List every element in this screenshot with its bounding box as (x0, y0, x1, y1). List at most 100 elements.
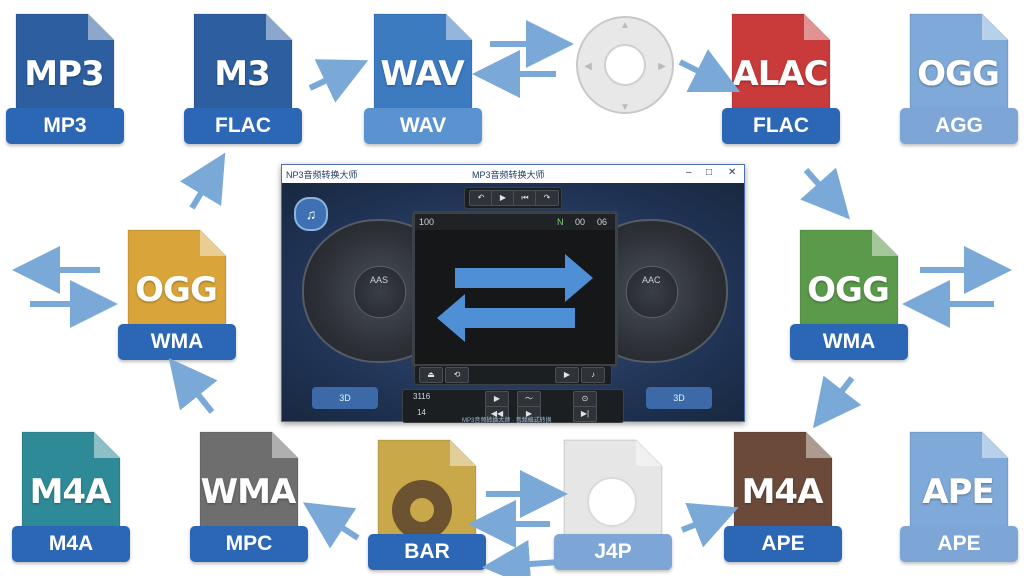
arrow-alac-to-ogg (800, 167, 850, 220)
file-format-label: WAV (380, 54, 464, 94)
file-format-tag: J4P (554, 534, 672, 570)
close-button[interactable]: ✕ (728, 167, 737, 178)
left-dial-hub[interactable] (354, 266, 406, 318)
window-titlebar: NP3音频转换大师 MP3音频转换大师 – □ ✕ (282, 165, 744, 183)
svg-text:▶: ▶ (658, 61, 666, 72)
disc-image-icon (587, 477, 637, 527)
forward-button[interactable]: ▶ (517, 406, 541, 422)
file-format-label: WMA (200, 472, 297, 512)
arrow-flac-to-wav (308, 59, 369, 103)
screen-status-bar: 100 N 00 06 (415, 214, 615, 230)
minimize-button[interactable]: – (686, 167, 692, 178)
file-icon-bar-bottom: BAR (368, 438, 486, 578)
file-format-label: ALAC (732, 54, 828, 94)
record-button[interactable]: ⊙ (573, 391, 597, 407)
skip-button[interactable]: ▶| (573, 406, 597, 422)
file-format-label: MP3 (24, 54, 104, 94)
convert-arrows-icon (437, 254, 593, 342)
wave-button[interactable]: 〜 (517, 391, 541, 407)
file-icon-alac-top: ALAC FLAC (722, 12, 840, 152)
arrow-j4p-to-m4a (680, 502, 739, 548)
file-format-tag: APE (724, 526, 842, 562)
file-icon-wma-bottom: WMA MPC (190, 430, 308, 570)
svg-text:▲: ▲ (620, 20, 630, 31)
left-3d-button[interactable]: 3D (312, 387, 378, 409)
back-button[interactable]: ↶ (469, 190, 493, 206)
document-icon (909, 431, 1009, 555)
file-format-label: M4A (741, 472, 824, 512)
arrow-j4p-to-bar-2 (482, 540, 561, 576)
lower-controls: 3116 14 ▶ 〜 ◀◀ ▶ ⊙ ▶| (402, 389, 624, 423)
document-icon (193, 13, 293, 137)
lower-label-2: 14 (417, 408, 426, 417)
redo-button[interactable]: ↷ (535, 190, 559, 206)
window-caption: MP3音频转换大师 · 音频格式转换 (462, 418, 552, 424)
screen-left-value: 100 (419, 217, 435, 227)
file-format-tag: BAR (368, 534, 486, 570)
disc-icon: ▲ ▼ ◀ ▶ (576, 16, 674, 114)
rewind-button[interactable]: ◀◀ (485, 406, 509, 422)
file-icon-ape-bottom-right: APE APE (900, 430, 1018, 570)
prev-button[interactable]: ⏮ (513, 190, 537, 206)
document-icon (199, 431, 299, 555)
arrow-ogg-to-m4a (812, 375, 862, 429)
file-format-tag: M4A (12, 526, 130, 562)
screen-controls: ⏏ ⟲ ▶ ♪ (414, 365, 612, 385)
file-format-label: OGG (135, 270, 218, 310)
arrow-wma-to-ogg (168, 357, 218, 414)
file-format-tag: WMA (790, 324, 908, 360)
document-icon (127, 229, 227, 353)
window-body: ♫ ↶ ▶ ⏮ ↷ AAS AAC 100 N 00 06 (282, 183, 744, 424)
file-format-label: OGG (917, 54, 1000, 94)
document-icon (733, 431, 833, 555)
file-format-tag: FLAC (184, 108, 302, 144)
arrow-mpc-to-m4a (302, 502, 360, 549)
top-control-bar: ↶ ▶ ⏮ ↷ (464, 187, 562, 209)
eject-button[interactable]: ⏏ (419, 367, 443, 383)
app-logo-icon: ♫ (294, 197, 328, 231)
file-format-tag: APE (900, 526, 1018, 562)
svg-text:▼: ▼ (620, 102, 630, 113)
file-format-tag: FLAC (722, 108, 840, 144)
svg-text:◀: ◀ (584, 61, 592, 72)
file-format-tag: MP3 (6, 108, 124, 144)
pin-button[interactable]: ♪ (581, 367, 605, 383)
screen-mid-value: N (557, 217, 564, 227)
app-title: NP3音频转换大师 (286, 170, 358, 180)
file-icon-j4p-bottom: J4P (554, 438, 672, 578)
file-format-label: APE (922, 472, 994, 512)
screen-mid2-value: 00 (575, 217, 586, 227)
arrow-disc-to-alac (678, 49, 741, 93)
right-3d-button[interactable]: 3D (646, 387, 712, 409)
step-back-button[interactable]: ▶ (485, 391, 509, 407)
window-center-title: MP3音频转换大师 (472, 170, 545, 180)
screen-right-value: 06 (597, 217, 608, 227)
file-icon-ogg-top-right: OGG AGG (900, 12, 1018, 152)
file-format-tag: WMA (118, 324, 236, 360)
document-icon (731, 13, 831, 137)
right-dial-hub[interactable] (626, 266, 678, 318)
file-icon-ogg-right: OGG WMA (790, 228, 908, 368)
gear-icon (392, 480, 452, 540)
file-format-label: M4A (29, 472, 112, 512)
document-icon (373, 13, 473, 137)
right-dial-label: AAC (642, 275, 661, 285)
loop-button[interactable]: ⟲ (445, 367, 469, 383)
display-screen: 100 N 00 06 (412, 211, 618, 367)
file-format-label: M3 (214, 54, 271, 94)
lower-label-1: 3116 (413, 392, 431, 401)
left-dial-label: AAS (370, 275, 389, 285)
file-format-label: OGG (807, 270, 890, 310)
file-icon-m4a-bottom-right: M4A APE (724, 430, 842, 570)
file-format-tag: AGG (900, 108, 1018, 144)
file-format-tag: MPC (190, 526, 308, 562)
play-button[interactable]: ▶ (555, 367, 579, 383)
maximize-button[interactable]: □ (706, 167, 713, 178)
file-icon-ogg-left: OGG WMA (118, 228, 236, 368)
play-top-button[interactable]: ▶ (491, 190, 515, 206)
